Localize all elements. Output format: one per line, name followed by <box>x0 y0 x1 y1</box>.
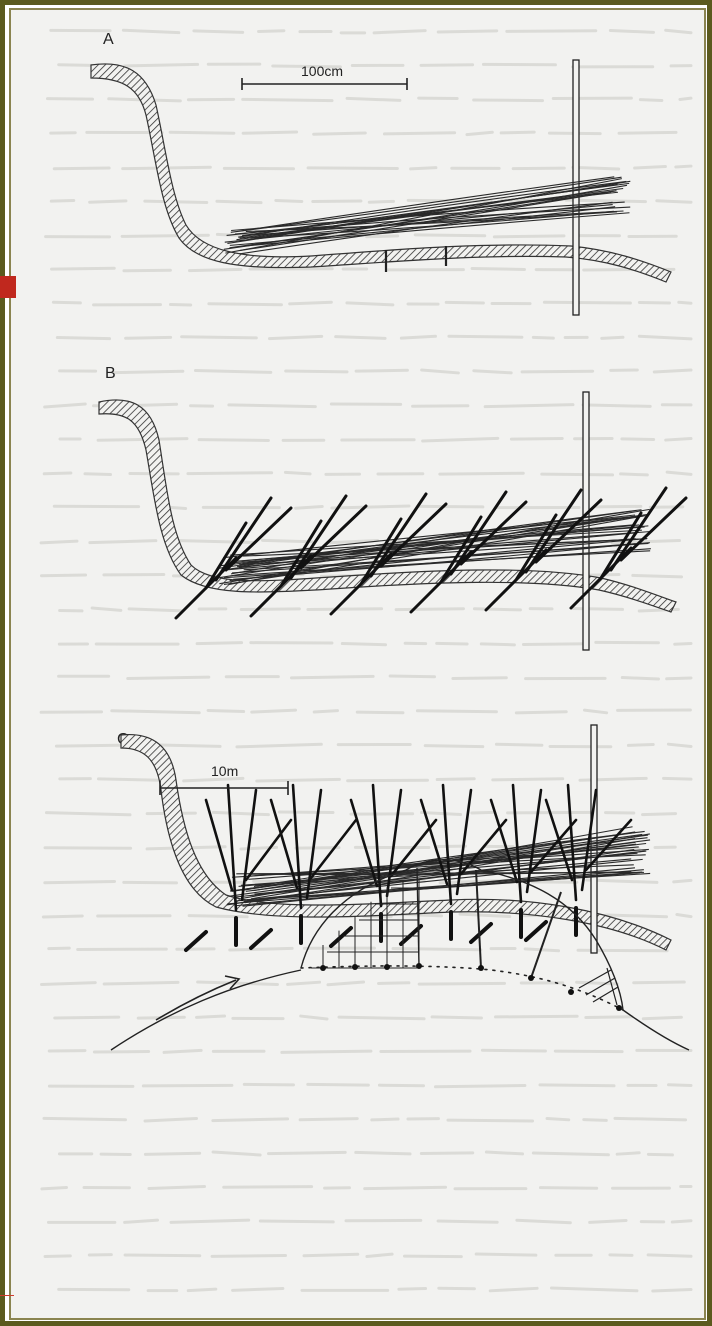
plan-base-line <box>301 966 623 1010</box>
cutting-end <box>471 924 491 942</box>
sprout <box>513 785 521 902</box>
panel-a-scale-label: 100cm <box>301 63 343 79</box>
stake-point <box>568 989 574 995</box>
panel-b-label: B <box>105 365 116 382</box>
stake-point <box>528 975 534 981</box>
sprout <box>242 790 256 900</box>
panel-a-scale-bar: 100cm <box>242 63 407 90</box>
plan-scale-bar: 10m <box>160 763 288 795</box>
slide-marker <box>0 276 16 298</box>
panel-c-stakes <box>186 908 576 950</box>
panel-a-label: A <box>103 31 114 48</box>
sprout <box>373 785 381 906</box>
cutting-end <box>526 922 546 940</box>
plan-small-hatch <box>579 968 618 1005</box>
scanned-page: A 100cm B <box>9 8 706 1320</box>
stake-point <box>384 964 390 970</box>
plan-flow-arrow <box>156 976 239 1020</box>
stake-point <box>616 1005 622 1011</box>
sprout <box>246 820 291 880</box>
panel-a: A 100cm <box>91 31 671 315</box>
panel-b: B <box>99 365 686 650</box>
stake-point <box>416 963 422 969</box>
sprout <box>457 790 471 894</box>
branch <box>227 873 650 903</box>
stake-point <box>352 964 358 970</box>
sprout <box>206 800 232 890</box>
branch <box>230 834 642 891</box>
plan-scale-label: 10m <box>211 763 238 779</box>
stake-point <box>478 965 484 971</box>
soil-bioengineering-figure: A 100cm B <box>11 10 706 1320</box>
stake-point <box>320 965 326 971</box>
cutting-end <box>331 928 351 946</box>
panel-a-slope <box>91 64 671 282</box>
panel-a-brush-layer <box>224 177 630 254</box>
slide-rule <box>0 1295 14 1296</box>
panel-c: C <box>117 725 671 953</box>
cutting-end <box>251 930 271 948</box>
plan-stake-points <box>320 963 622 1011</box>
cutting-end <box>186 932 206 950</box>
